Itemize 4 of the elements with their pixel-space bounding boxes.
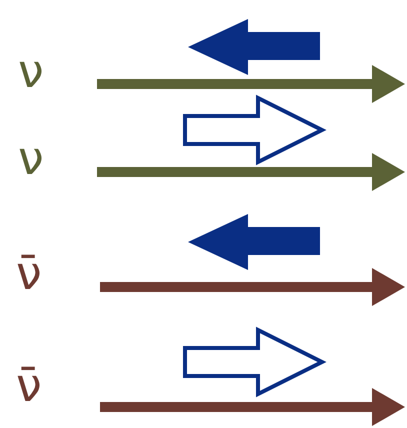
particle-symbol: ν̄ bbox=[16, 362, 42, 408]
particle-symbol: ν bbox=[18, 135, 44, 181]
particle-symbol: ν bbox=[18, 48, 44, 94]
particle-symbol: ν̄ bbox=[16, 250, 42, 296]
